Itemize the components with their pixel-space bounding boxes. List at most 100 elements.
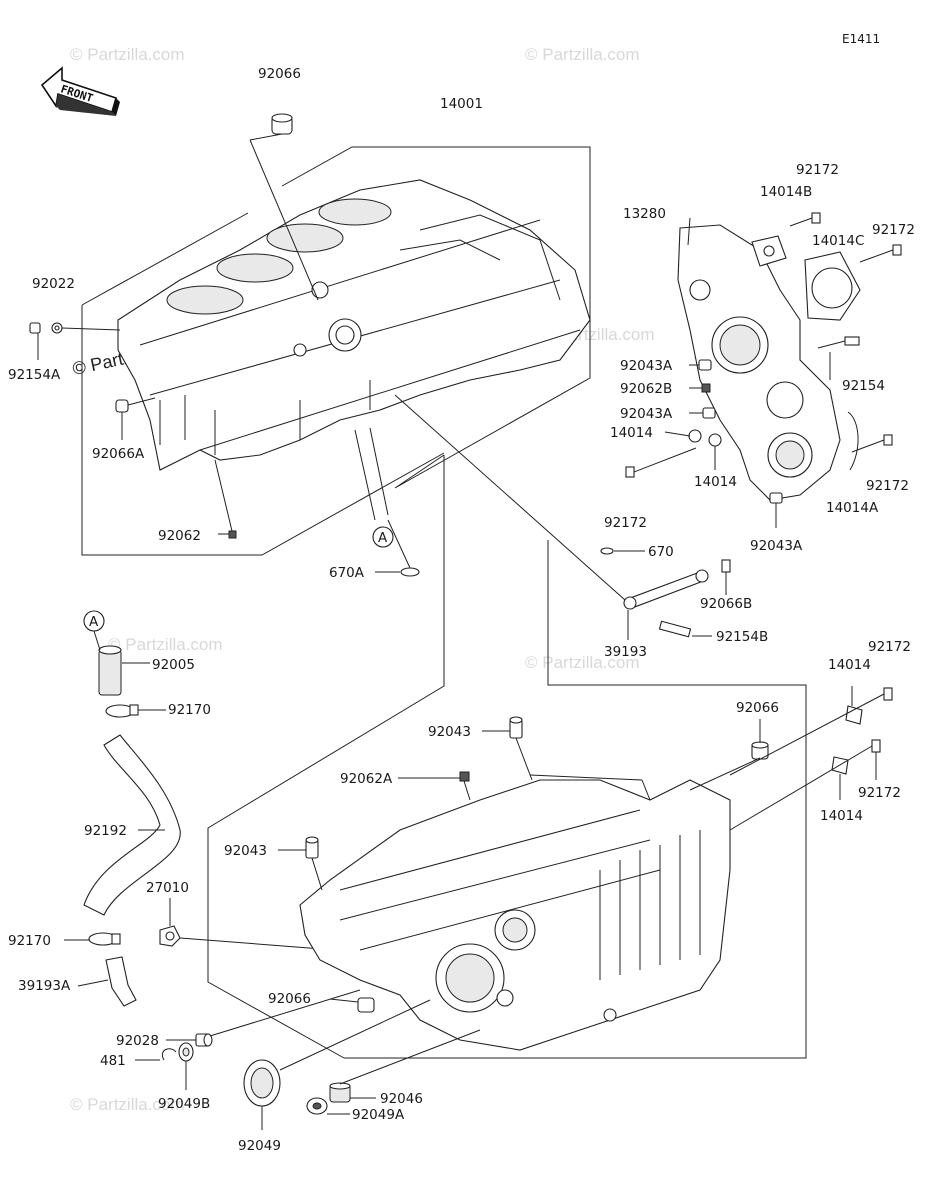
nut-92066-top xyxy=(271,113,293,135)
part-label: 14014B xyxy=(760,184,812,200)
watermark: © Partzilla.com xyxy=(70,45,185,64)
side-cover-frame xyxy=(344,540,807,1059)
bearing-92049B xyxy=(178,1042,194,1062)
upper-crankcase-frame xyxy=(81,146,591,556)
bolt-92172-f xyxy=(871,739,881,753)
part-label: 92066 xyxy=(736,700,779,716)
part-label: 39193A xyxy=(18,978,71,994)
bearing-92046 xyxy=(329,1082,351,1103)
part-label: 92049 xyxy=(238,1138,281,1154)
part-label: 14014 xyxy=(828,657,871,673)
oring-670A xyxy=(400,567,420,577)
nut-92066-mid xyxy=(751,741,769,760)
crankcase-cover-13280 xyxy=(677,224,841,501)
oil-pipe xyxy=(354,427,389,521)
part-label: 92066A xyxy=(92,446,145,462)
part-label: 92172 xyxy=(868,639,911,655)
circlip-481 xyxy=(162,1048,177,1061)
dowel-92043-a xyxy=(509,716,523,739)
pipe-92005 xyxy=(98,645,122,696)
part-label: 92154B xyxy=(716,629,768,645)
part-label: 92066 xyxy=(268,991,311,1007)
part-label: 92192 xyxy=(84,823,127,839)
part-label: 670 xyxy=(648,544,674,560)
bolt-92172-e xyxy=(883,687,893,701)
elbow-39193A xyxy=(105,956,137,1007)
part-label: 92043A xyxy=(750,538,803,554)
part-label: 39193 xyxy=(604,644,647,660)
dowel-92043-b xyxy=(305,836,319,859)
watermark: © Partzilla.com xyxy=(525,45,640,64)
diagram-code: E1411 xyxy=(842,32,880,46)
gasket-14014B xyxy=(751,235,787,267)
part-label: 92172 xyxy=(858,785,901,801)
nut-92066A xyxy=(115,399,129,413)
clamp-92170-a xyxy=(105,704,139,718)
nut-92066-low xyxy=(357,997,375,1013)
watermark: © Partzilla.com xyxy=(70,1095,185,1114)
part-label: 92154A xyxy=(8,367,61,383)
bolt-92154A xyxy=(29,322,41,334)
part-label: 92154 xyxy=(842,378,885,394)
part-label: 14014 xyxy=(820,808,863,824)
part-label: 92066 xyxy=(258,66,301,82)
part-label: 92022 xyxy=(32,276,75,292)
part-label: 92172 xyxy=(866,478,909,494)
part-label: 92172 xyxy=(604,515,647,531)
part-labels: 92066 14001 92022 92154A 92066A 92062 67… xyxy=(8,66,915,1154)
upper-crankcase xyxy=(117,179,591,471)
part-label: 92043 xyxy=(224,843,267,859)
clamp-92170-b xyxy=(88,932,121,946)
washer-92022 xyxy=(51,322,63,334)
part-label: 14001 xyxy=(440,96,483,112)
part-label: 92043A xyxy=(620,358,673,374)
callout-a-upper: A xyxy=(372,526,394,548)
plug-92062A xyxy=(459,771,470,782)
part-label: 13280 xyxy=(623,206,666,222)
part-label: 92043 xyxy=(428,724,471,740)
part-label: 92049A xyxy=(352,1107,405,1123)
watermark: © Partzilla.com xyxy=(108,635,223,654)
part-label: 27010 xyxy=(146,880,189,896)
oil-pipe-39193 xyxy=(600,547,731,638)
part-label: 92062A xyxy=(340,771,393,787)
gasket-14014-c xyxy=(845,705,863,725)
part-label: 14014 xyxy=(694,474,737,490)
part-label: 92062 xyxy=(158,528,201,544)
plug-92062 xyxy=(228,530,237,539)
callout-a-label: A xyxy=(89,614,99,630)
part-label: 14014 xyxy=(610,425,653,441)
gasket-14014C xyxy=(804,251,861,321)
callout-a-lower: A xyxy=(83,610,105,632)
part-label: 92170 xyxy=(8,933,51,949)
callout-a-label: A xyxy=(378,530,388,546)
watermark: © Partzilla.com xyxy=(525,653,640,672)
part-label: 92005 xyxy=(152,657,195,673)
part-label: 92066B xyxy=(700,596,752,612)
lower-crankcase-frame xyxy=(207,455,445,1059)
bolts-cover xyxy=(625,212,902,478)
seal-92049A xyxy=(306,1097,328,1115)
front-arrow-icon: FRONT xyxy=(40,66,120,116)
lower-crankcase xyxy=(299,779,731,1051)
leader-lines-cover xyxy=(664,217,831,528)
part-label: 92043A xyxy=(620,406,673,422)
seal-92049 xyxy=(243,1059,281,1107)
lower-bracket-lines xyxy=(529,774,651,801)
gasket-14014A xyxy=(847,411,859,471)
part-label: 92049B xyxy=(158,1096,210,1112)
part-label: 92172 xyxy=(872,222,915,238)
sensor-27010 xyxy=(159,925,181,947)
part-label: 14014C xyxy=(812,233,864,249)
part-label: 481 xyxy=(100,1053,126,1069)
part-label: 670A xyxy=(329,565,365,581)
part-label: 92046 xyxy=(380,1091,423,1107)
hose-92192 xyxy=(83,734,181,916)
part-label: 92062B xyxy=(620,381,672,397)
part-label: 92170 xyxy=(168,702,211,718)
collar-92028 xyxy=(195,1033,213,1047)
part-label: 92028 xyxy=(116,1033,159,1049)
part-label: 92172 xyxy=(796,162,839,178)
